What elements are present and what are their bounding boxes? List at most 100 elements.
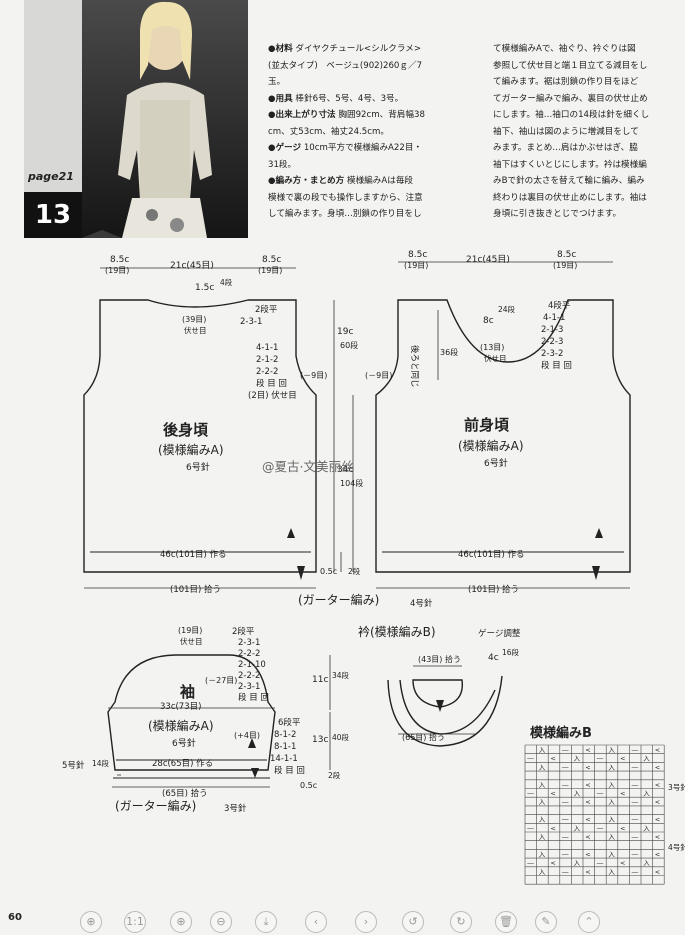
instruction-line: 袖下、袖山は図のように増減目をして — [493, 126, 639, 137]
chart-symbol: 入 — [539, 816, 546, 824]
chart-symbol: 入 — [608, 781, 615, 789]
model-photo — [82, 0, 248, 238]
instruction-line: 終わりは裏目の伏せ止めにします。袖は — [493, 192, 647, 203]
chart-symbol: ― — [562, 868, 569, 876]
viewer-button[interactable]: ⊕ — [170, 911, 192, 933]
svg-text:19c: 19c — [337, 327, 353, 337]
chart-symbol: ― — [632, 746, 639, 754]
svg-text:6段平: 6段平 — [278, 717, 301, 728]
svg-text:段 目 回: 段 目 回 — [541, 360, 572, 371]
viewer-button[interactable]: ✎ — [535, 911, 557, 933]
svg-text:8.5c: 8.5c — [557, 250, 576, 260]
instruction-text: ダイヤクチュール<シルクラメ> — [295, 44, 422, 54]
chart-symbol: 入 — [608, 746, 615, 754]
back-top-mid: 21c(45目) — [170, 260, 214, 271]
svg-text:36段: 36段 — [440, 347, 458, 357]
svg-text:24段: 24段 — [498, 304, 516, 314]
viewer-button[interactable]: ⤓ — [255, 911, 277, 933]
svg-text:(19目): (19目) — [404, 261, 428, 270]
chart-symbol: ― — [562, 850, 569, 858]
chart-symbol: 入 — [643, 755, 650, 763]
chart-symbol: < — [620, 824, 625, 832]
chart-symbol: 入 — [539, 798, 546, 806]
instruction-line: 模様で裏の段でも操作しますから、注意 — [268, 190, 490, 207]
svg-text:(13目): (13目) — [480, 343, 504, 352]
back-shoulder-steps: 2段平 2-3-1 — [240, 304, 278, 327]
chart-symbol: 入 — [643, 859, 650, 867]
sleeve-garter-label: (ガーター編み) — [115, 798, 196, 813]
svg-text:4-1-1: 4-1-1 — [256, 343, 278, 353]
front-title: 前身頃 — [464, 416, 510, 434]
chart-symbol: 入 — [608, 833, 615, 841]
chart-symbol: ― — [632, 798, 639, 806]
svg-text:6号針: 6号針 — [172, 737, 196, 749]
svg-text:21c(45目): 21c(45目) — [466, 254, 510, 265]
svg-text:(模様編みA): (模様編みA) — [158, 442, 224, 457]
front-body-outline — [375, 299, 631, 573]
chart-symbol: ― — [527, 859, 534, 867]
svg-text:6号針: 6号針 — [186, 461, 210, 473]
instruction-line: 袖下はすくいとじにします。衿は模様編 — [493, 159, 647, 170]
svg-text:8.5c: 8.5c — [262, 255, 281, 265]
instruction-line: 身頃に引き抜きとじでつけます。 — [493, 209, 622, 219]
svg-text:(2目) 伏せ目: (2目) 伏せ目 — [248, 390, 297, 401]
chart-symbol: < — [655, 746, 660, 754]
chart-symbol: 入 — [643, 824, 650, 832]
viewer-button[interactable]: ↻ — [450, 911, 472, 933]
instruction-line: ●編み方・まとめ方 模様編みAは毎段 — [268, 173, 490, 190]
instruction-heading: ●用具 — [268, 93, 293, 104]
chart-symbol: ― — [527, 755, 534, 763]
viewer-button[interactable]: 1:1 — [124, 911, 146, 933]
instruction-line: ●出来上がり寸法 胸囲92cm、背肩幅38 — [268, 107, 490, 124]
chart-symbol: < — [550, 824, 555, 832]
chart-symbol: ― — [597, 859, 604, 867]
viewer-button[interactable]: ↺ — [402, 911, 424, 933]
instruction-line: てガーター編みで編み、裏目の伏せ止め — [493, 93, 648, 104]
instruction-line: ●用具 棒針6号、5号、4号、3号。 — [268, 91, 490, 108]
svg-text:(模様編みA): (模様編みA) — [148, 718, 214, 733]
viewer-button[interactable]: ⌃ — [578, 911, 600, 933]
svg-text:11c: 11c — [312, 675, 328, 685]
svg-text:3号針: 3号針 — [668, 782, 685, 792]
chart-symbol: 入 — [574, 790, 581, 798]
svg-text:2-2-2: 2-2-2 — [238, 671, 260, 681]
svg-text:(19目): (19目) — [105, 266, 129, 275]
sleeve-cap-steps: 2段平 2-3-1 2-2-2 2-1-10 2-2-2 2-3-1 段 目 回 — [232, 626, 269, 703]
chart-symbol: 入 — [539, 763, 546, 771]
svg-text:14段: 14段 — [92, 758, 110, 768]
instruction-line: 玉。 — [268, 74, 490, 91]
instruction-text: 棒針6号、5号、4号、3号。 — [295, 93, 404, 104]
body-garter-label: (ガーター編み) — [298, 592, 379, 607]
svg-text:4-1-1: 4-1-1 — [543, 313, 565, 323]
chart-symbol: 入 — [608, 816, 615, 824]
viewer-button[interactable]: ⊕ — [80, 911, 102, 933]
svg-text:(65目) 拾う: (65目) 拾う — [402, 732, 445, 742]
viewer-button[interactable]: ⊖ — [210, 911, 232, 933]
svg-text:段 目 回: 段 目 回 — [238, 692, 269, 703]
page-number: 60 — [8, 912, 22, 923]
chart-symbol: < — [585, 746, 590, 754]
svg-text:34段: 34段 — [332, 670, 350, 680]
svg-text:(－27目): (－27目) — [205, 676, 237, 685]
svg-text:(65目) 拾う: (65目) 拾う — [162, 788, 208, 799]
svg-text:104段: 104段 — [340, 478, 363, 488]
back-title: 後身頃 — [162, 421, 209, 439]
viewer-button[interactable]: › — [355, 911, 377, 933]
back-armhole-steps: 4-1-1 2-1-2 2-2-2 段 目 回 (2目) 伏せ目 — [248, 343, 297, 401]
chart-symbol: ― — [632, 833, 639, 841]
instruction-text: 玉。 — [268, 77, 286, 87]
instruction-heading: ●ゲージ — [268, 143, 302, 153]
svg-text:2-1-3: 2-1-3 — [541, 325, 563, 335]
chart-symbol: ― — [632, 763, 639, 771]
instruction-line: みます。まとめ…肩はかぶせはぎ、脇 — [493, 143, 638, 153]
viewer-button[interactable]: ‹ — [305, 911, 327, 933]
chart-symbol: < — [585, 816, 590, 824]
viewer-button[interactable]: 🗑 — [495, 911, 517, 933]
svg-text:8.5c: 8.5c — [408, 250, 427, 260]
svg-text:2-2-3: 2-2-3 — [541, 337, 563, 347]
chart-symbol: < — [655, 833, 660, 841]
chart-symbol: ― — [632, 868, 639, 876]
chart-symbol: < — [655, 781, 660, 789]
sleeve-title: 袖 — [180, 683, 195, 701]
instruction-line: て模様編みAで、袖ぐり、衿ぐりは図 — [493, 44, 636, 54]
